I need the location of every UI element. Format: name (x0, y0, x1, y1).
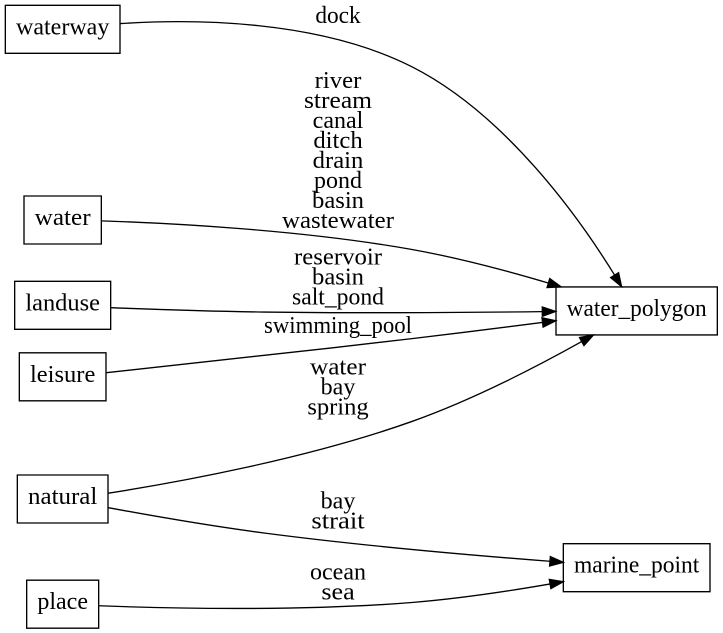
svg-text:water: water (310, 354, 366, 381)
svg-text:drain: drain (313, 147, 364, 174)
svg-text:waterway: waterway (16, 13, 110, 40)
svg-text:wastewater: wastewater (282, 207, 394, 234)
svg-text:leisure: leisure (30, 361, 95, 388)
svg-text:natural: natural (28, 483, 98, 510)
svg-text:basin: basin (312, 263, 364, 290)
svg-text:salt_pond: salt_pond (292, 283, 384, 310)
svg-text:dock: dock (315, 2, 361, 29)
svg-text:water_polygon: water_polygon (567, 295, 707, 322)
svg-text:pond: pond (314, 167, 362, 194)
svg-text:reservoir: reservoir (294, 243, 382, 270)
svg-text:basin: basin (312, 187, 364, 214)
svg-text:canal: canal (313, 107, 364, 134)
svg-text:landuse: landuse (25, 289, 100, 316)
svg-text:ocean: ocean (310, 558, 366, 585)
svg-text:ditch: ditch (313, 127, 362, 154)
svg-text:sea: sea (321, 578, 355, 605)
svg-text:spring: spring (307, 394, 368, 421)
svg-text:place: place (37, 588, 88, 615)
svg-text:bay: bay (321, 487, 356, 514)
svg-text:water: water (35, 204, 91, 231)
svg-text:swimming_pool: swimming_pool (264, 312, 412, 339)
svg-text:strait: strait (311, 507, 365, 534)
svg-text:bay: bay (321, 374, 356, 401)
svg-text:stream: stream (304, 87, 372, 114)
svg-text:river: river (315, 67, 362, 94)
svg-text:marine_point: marine_point (574, 552, 700, 579)
